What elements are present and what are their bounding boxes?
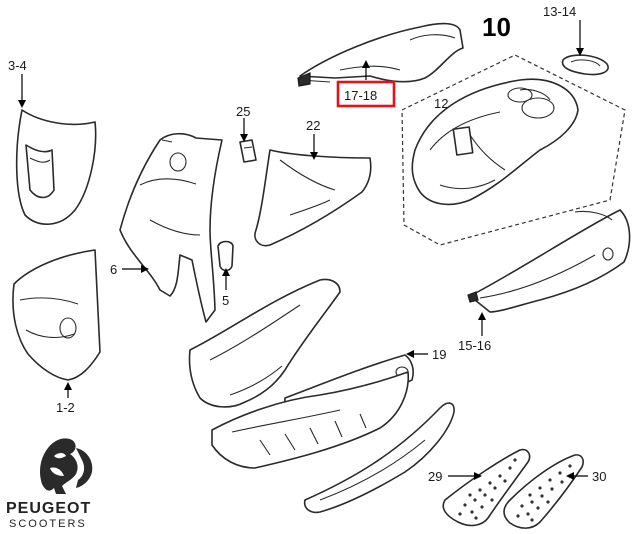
part-6-leg-shield <box>119 132 223 323</box>
label-25: 25 <box>236 104 250 119</box>
part-12-storage-tub <box>411 78 579 206</box>
mat-30-dots <box>516 464 572 522</box>
part-15-16-side-panel <box>467 209 631 313</box>
part-5-small-cover <box>217 240 234 272</box>
part-3-4-front-shield <box>15 109 97 225</box>
label-5: 5 <box>222 293 229 308</box>
peugeot-brand-text: PEUGEOT <box>6 500 92 517</box>
label-12: 12 <box>434 96 448 111</box>
part-1-2-front-panel <box>12 249 101 381</box>
label-6: 6 <box>110 262 117 277</box>
part-29-floor-mat <box>442 448 531 527</box>
part-25-clip <box>239 139 257 163</box>
label-3-4: 3-4 <box>8 58 27 73</box>
highlight-box-17-18 <box>336 80 396 108</box>
label-17-18: 17-18 <box>344 88 377 103</box>
label-1-2: 1-2 <box>56 400 75 415</box>
part-22-lower-cowl <box>254 149 372 247</box>
part-12-dashed-group <box>401 54 626 246</box>
scooters-brand-text: SCOOTERS <box>9 518 87 530</box>
label-15-16: 15-16 <box>458 338 491 353</box>
part-13-14-badge <box>561 54 609 76</box>
part-17-18-rear-cover <box>297 22 464 87</box>
part-floor-panel <box>188 278 410 469</box>
part-lower-side-panel <box>303 402 455 514</box>
label-22: 22 <box>306 118 320 133</box>
leader-lines <box>18 20 588 480</box>
group-number-label: 10 <box>482 12 511 42</box>
part-30-floor-mat <box>503 454 584 529</box>
lion-icon <box>40 438 93 494</box>
label-13-14: 13-14 <box>543 4 576 19</box>
label-30: 30 <box>592 469 606 484</box>
label-19: 19 <box>432 347 446 362</box>
label-29: 29 <box>428 469 442 484</box>
mat-29-dots <box>458 458 517 520</box>
